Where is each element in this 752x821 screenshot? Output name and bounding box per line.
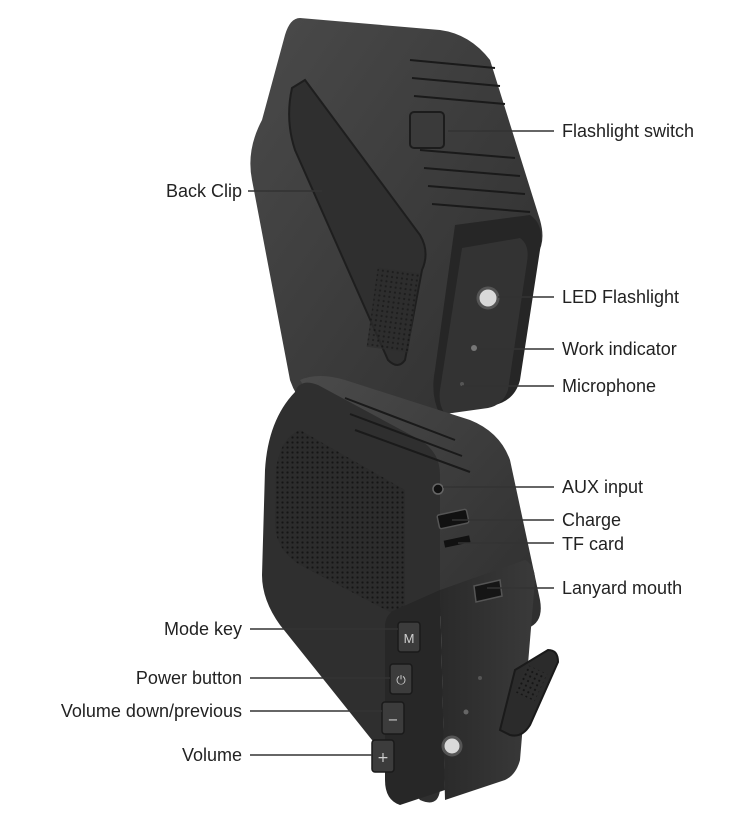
label-power-button: Power button (135, 668, 242, 688)
bottom-work-indicator (463, 709, 469, 715)
back-clip-texture (366, 267, 420, 353)
label-work-indicator: Work indicator (562, 339, 677, 359)
aux-input-port (432, 483, 444, 495)
volume-up-button (371, 739, 395, 773)
charge-port (436, 508, 470, 530)
mode-key-button (397, 621, 421, 653)
flashlight-switch-slider (409, 111, 445, 149)
power-button (389, 663, 413, 695)
top-device-front-face (439, 238, 528, 414)
bottom-device-ridges (344, 397, 471, 473)
leader-lines (248, 130, 554, 756)
led-flashlight-lens (476, 286, 500, 310)
microphone-hole (460, 382, 464, 386)
plus-icon: + (377, 750, 389, 766)
label-lanyard-mouth: Lanyard mouth (562, 578, 683, 598)
bottom-clip-texture (514, 664, 548, 702)
bottom-microphone (478, 676, 482, 680)
bottom-device-front-face (440, 560, 535, 800)
label-tf-card: TF card (562, 534, 625, 554)
top-device (250, 18, 543, 439)
label-aux-input: AUX input (562, 477, 644, 497)
lanyard-mouth (473, 579, 503, 603)
minus-icon: − (388, 713, 399, 728)
mode-key-glyph: M (404, 631, 415, 646)
power-icon: ⏻ (396, 673, 406, 687)
label-flashlight-switch: Flashlight switch (562, 121, 695, 141)
label-mode-key: Mode key (163, 619, 242, 639)
label-volume-down-previous: Volume down/previous (60, 701, 242, 721)
label-back-clip: Back Clip (165, 181, 242, 201)
label-charge: Charge (562, 510, 622, 530)
tf-card-slot (443, 535, 471, 548)
top-device-ridges (409, 59, 531, 213)
work-indicator-dot (471, 345, 477, 351)
bottom-device: M ⏻ − + (262, 376, 560, 805)
label-led-flashlight: LED Flashlight (562, 287, 680, 307)
bottom-led-flashlight (441, 735, 463, 757)
speaker-grille (275, 430, 405, 620)
label-microphone: Microphone (562, 376, 657, 396)
label-volume: Volume (181, 745, 242, 765)
volume-down-button (381, 701, 405, 735)
